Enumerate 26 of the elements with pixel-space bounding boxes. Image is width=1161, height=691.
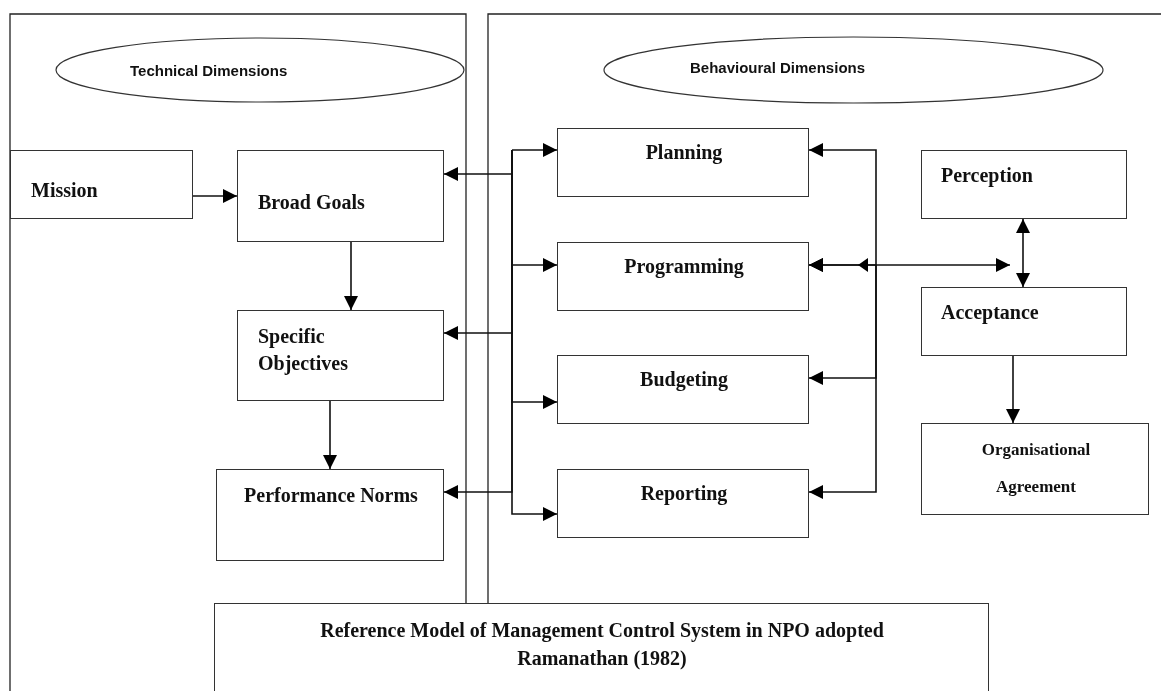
process-box <box>237 310 444 401</box>
process-box <box>921 423 1149 515</box>
box-label: Budgeting <box>639 367 729 393</box>
process-box <box>237 150 444 242</box>
process-box <box>10 150 193 219</box>
box-label: Performance Norms <box>243 483 419 508</box>
box-label: Perception <box>941 163 1034 189</box>
box-label: Mission <box>31 178 99 203</box>
process-box <box>921 287 1127 356</box>
process-box <box>557 242 809 311</box>
box-label: Broad Goals <box>258 190 366 215</box>
caption-text: Reference Model of Management Control System in NPO adopted Ramanathan (1982) <box>319 618 885 672</box>
process-box <box>216 469 444 561</box>
process-box <box>557 355 809 424</box>
caption-box <box>214 603 989 691</box>
process-box <box>921 150 1127 219</box>
dimension-label: Technical Dimensions <box>130 61 289 81</box>
process-box <box>557 469 809 538</box>
box-label: Planning <box>644 140 724 166</box>
box-label: Reporting <box>639 481 729 507</box>
dimension-label: Behavioural Dimensions <box>690 58 867 78</box>
box-label: Programming <box>623 254 745 280</box>
box-label: Organisational Agreement <box>980 439 1092 498</box>
box-label: Acceptance <box>941 300 1040 326</box>
box-label: Specific Objectives <box>258 324 349 377</box>
process-box <box>557 128 809 197</box>
